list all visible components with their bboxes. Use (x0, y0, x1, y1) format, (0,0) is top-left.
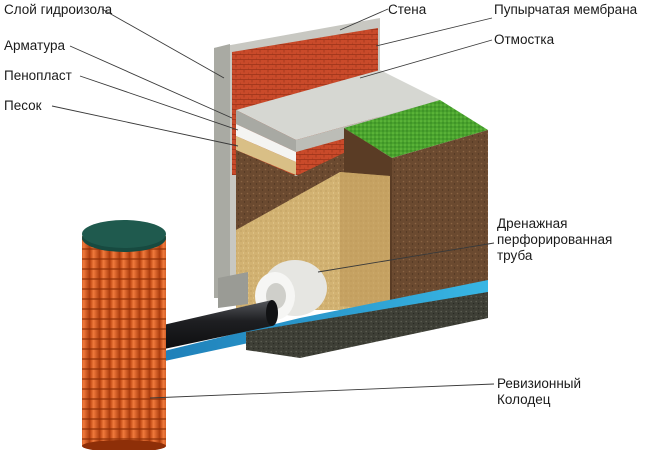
label-inspection-well-line-1: Ревизионный (497, 376, 582, 391)
gravel-base (246, 292, 488, 358)
label-drain-pipe-line-3: труба (497, 248, 533, 263)
leader-lines (51, 8, 495, 399)
label-wall: Стена (388, 2, 427, 17)
label-drain-pipe: Дренажная перфорированная труба (497, 216, 612, 264)
label-inspection-well-line-2: Колодец (497, 392, 551, 407)
sand-layer-top (236, 136, 296, 175)
label-drain-pipe-line-2: перфорированная (497, 232, 613, 247)
foam-layer (236, 124, 296, 162)
label-sand: Песок (4, 98, 42, 113)
label-rebar: Арматура (4, 38, 65, 53)
outlet-pipe (150, 300, 278, 352)
inspection-well (82, 220, 166, 450)
label-membrane: Пупырчатая мембрана (494, 2, 638, 17)
label-drain-pipe-line-1: Дренажная (497, 216, 568, 231)
label-foam: Пенопласт (4, 68, 72, 83)
label-blind-area: Отмостка (494, 32, 555, 47)
label-waterproofing: Слой гидроизола (4, 2, 113, 17)
wall-footing (218, 272, 248, 308)
grass (344, 100, 488, 158)
label-inspection-well: Ревизионный Колодец (497, 376, 581, 408)
